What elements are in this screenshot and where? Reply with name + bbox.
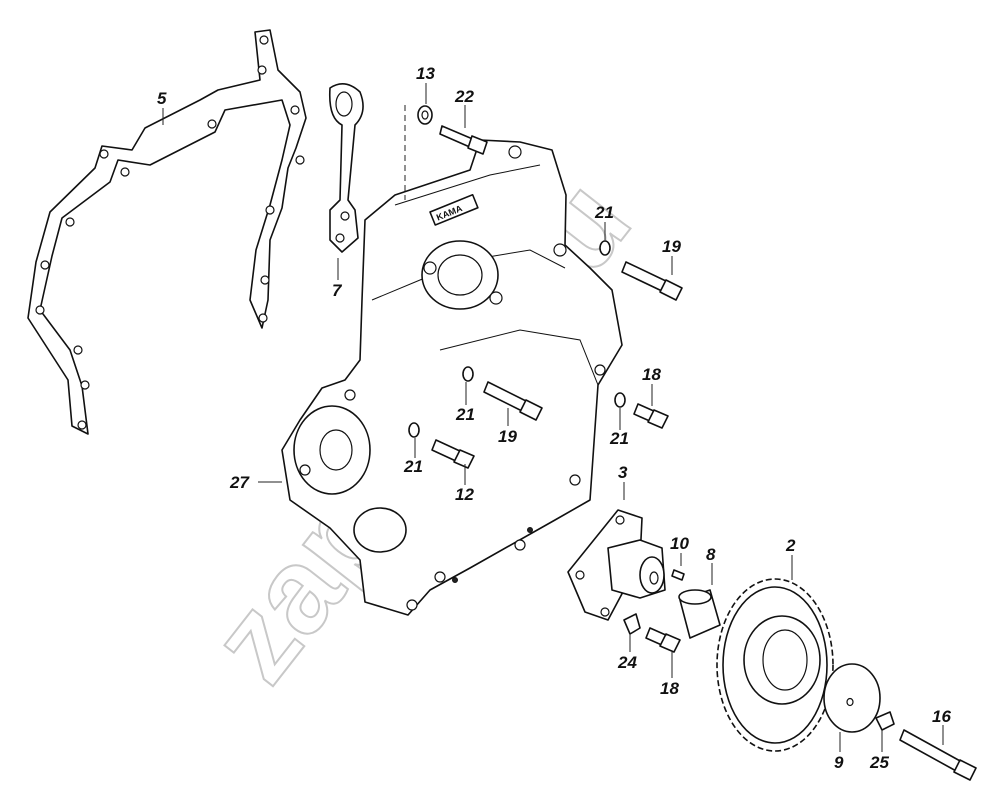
leader-lines — [162, 83, 944, 752]
callout-24: 24 — [617, 653, 637, 672]
callout-18-lower: 18 — [660, 679, 679, 698]
callout-8: 8 — [706, 545, 716, 564]
washer-21-d[interactable] — [408, 422, 420, 438]
bolt-12[interactable] — [431, 439, 475, 469]
callout-25: 25 — [869, 753, 889, 772]
washer-21-c[interactable] — [614, 392, 626, 408]
idler-shaft-3[interactable] — [567, 509, 666, 621]
bolt-19-upper[interactable] — [621, 261, 683, 301]
callout-16: 16 — [932, 707, 951, 726]
callout-21-left: 21 — [403, 457, 423, 476]
callout-labels: 13 22 5 7 21 19 18 21 19 21 21 12 27 3 1… — [157, 64, 951, 772]
bolt-18-lower[interactable] — [645, 627, 681, 653]
callout-5: 5 — [157, 89, 167, 108]
callout-19-lower: 19 — [498, 427, 517, 446]
callout-22: 22 — [454, 87, 474, 106]
callout-18-upper: 18 — [642, 365, 661, 384]
lock-washer-24[interactable] — [623, 613, 641, 635]
seal-13[interactable] — [417, 105, 433, 125]
bolt-22[interactable] — [439, 125, 488, 155]
timing-cover-27[interactable]: KAMA — [281, 139, 623, 616]
lock-washer-25[interactable] — [875, 711, 895, 731]
bolt-19-lower[interactable] — [483, 381, 543, 421]
callout-21-right: 21 — [609, 429, 629, 448]
washer-21-a[interactable] — [599, 240, 611, 256]
callout-13: 13 — [416, 64, 435, 83]
bushing-8[interactable] — [678, 589, 721, 639]
bracket-7[interactable] — [328, 83, 364, 253]
callout-27: 27 — [229, 473, 250, 492]
callout-10: 10 — [670, 534, 689, 553]
bolt-18-upper[interactable] — [633, 403, 669, 429]
disc-9[interactable] — [823, 663, 881, 733]
callout-21-middle: 21 — [455, 405, 475, 424]
callout-19-upper: 19 — [662, 237, 681, 256]
callout-21-upper: 21 — [594, 203, 614, 222]
bolt-16[interactable] — [899, 729, 977, 781]
callout-9: 9 — [834, 753, 844, 772]
gear-2[interactable] — [716, 578, 834, 752]
pin-10[interactable] — [671, 569, 685, 581]
callout-12: 12 — [455, 485, 474, 504]
callout-2: 2 — [785, 536, 796, 555]
washer-21-b[interactable] — [462, 366, 474, 382]
callout-3: 3 — [618, 463, 628, 482]
callout-7: 7 — [332, 281, 343, 300]
gasket-5[interactable] — [27, 29, 307, 435]
